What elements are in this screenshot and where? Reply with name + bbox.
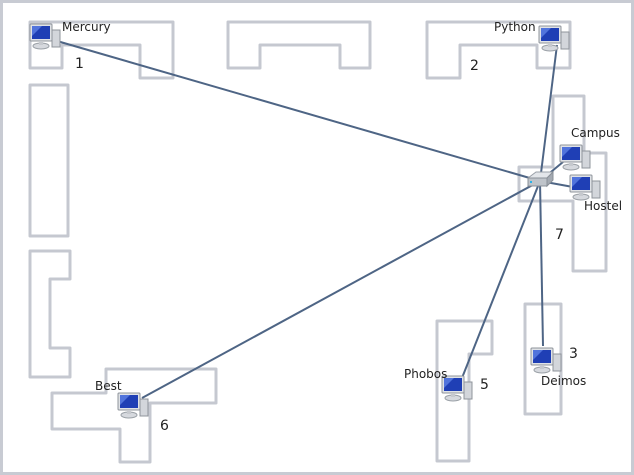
computer-icon [441, 375, 473, 402]
room-7-outline [517, 94, 608, 273]
room-top-middle-outline [226, 20, 372, 70]
network-switch[interactable] [525, 168, 555, 192]
room-3-outline [523, 302, 563, 416]
node-label-phobos: Phobos [404, 367, 448, 381]
room-5-outline [435, 319, 494, 463]
computer-icon [117, 392, 149, 419]
node-label-best: Best [95, 379, 122, 393]
node-label-mercury: Mercury [62, 20, 111, 34]
computer-icon [29, 23, 61, 50]
node-label-campus: Campus [571, 126, 620, 140]
room-number-1: 1 [75, 56, 84, 72]
computer-icon [538, 25, 570, 52]
room-number-6: 6 [160, 418, 169, 434]
link-switch-python [539, 44, 558, 182]
computer-node-campus[interactable] [558, 143, 592, 173]
computer-icon [559, 144, 591, 171]
link-switch-best [141, 180, 541, 399]
computer-icon [569, 174, 601, 201]
computer-icon [530, 347, 562, 374]
room-2-outline [425, 20, 572, 80]
computer-node-phobos[interactable] [440, 374, 474, 404]
room-number-2: 2 [470, 58, 479, 74]
room-number-7: 7 [555, 227, 564, 243]
room-number-3: 3 [569, 346, 578, 362]
network-switch-icon [526, 170, 555, 188]
link-switch-deimos [539, 180, 544, 347]
node-label-deimos: Deimos [541, 374, 587, 388]
computer-node-best[interactable] [116, 391, 150, 421]
room-1-outline [28, 20, 175, 80]
room-number-5: 5 [480, 377, 489, 393]
room-left-bracket-outline [28, 249, 72, 379]
node-label-hostel: Hostel [584, 199, 623, 213]
node-label-python: Python [494, 20, 536, 34]
link-switch-phobos [459, 180, 541, 384]
room-6-outline [50, 367, 218, 464]
computer-node-hostel[interactable] [568, 173, 602, 203]
computer-node-python[interactable] [537, 24, 571, 54]
computer-node-deimos[interactable] [529, 346, 563, 376]
link-switch-mercury [56, 40, 541, 182]
room-left-tall-outline [28, 83, 70, 238]
computer-node-mercury[interactable] [28, 22, 62, 52]
